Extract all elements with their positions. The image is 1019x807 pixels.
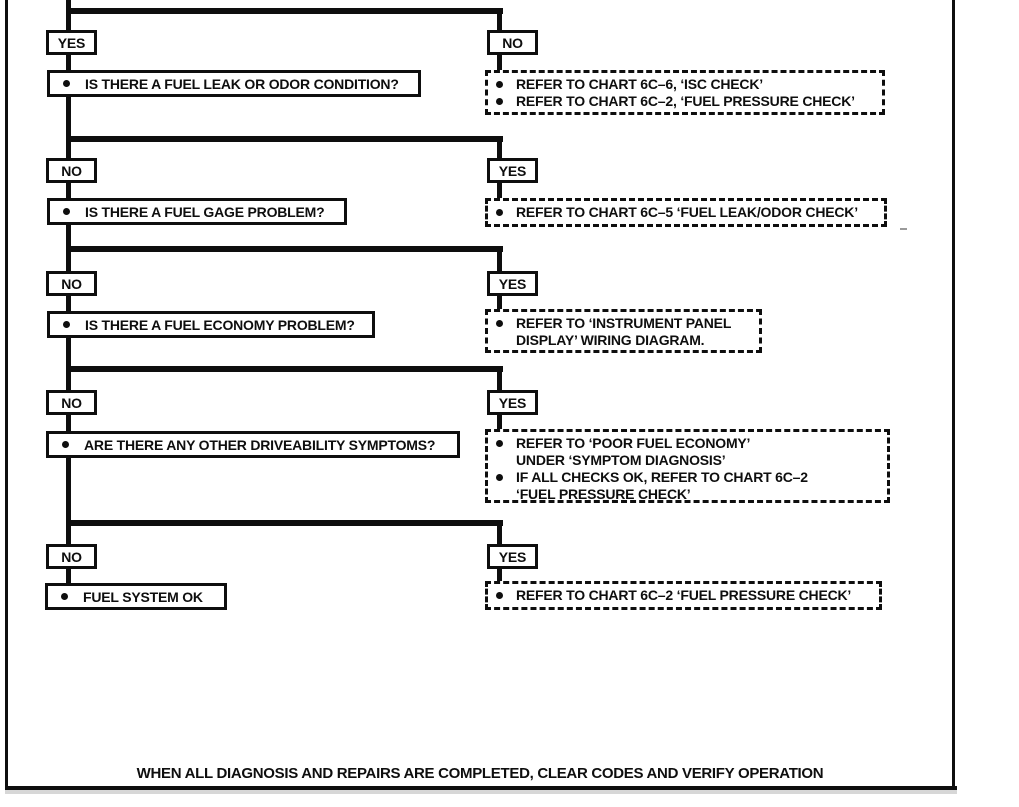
branch-label-box-row4-right: YES [487,390,538,415]
page-border-right [952,0,955,790]
branch-label-box-row2-left: NO [46,158,97,183]
branch-label-box-row1-left: YES [46,30,97,55]
action-box-row3: REFER TO ‘INSTRUMENT PANEL DISPLAY’ WIRI… [485,309,762,353]
branch-label: NO [61,275,82,292]
connector-line [497,54,502,71]
bullet-icon [63,321,70,328]
branch-bar-row5 [66,520,503,526]
branch-label-box-row3-right: YES [487,271,538,296]
question-label: IS THERE A FUEL LEAK OR ODOR CONDITION? [85,75,399,92]
action-box-row2: REFER TO CHART 6C–5 ‘FUEL LEAK/ODOR CHEC… [485,198,887,227]
action-line: REFER TO ‘INSTRUMENT PANEL [516,315,732,331]
connector-line [497,295,502,310]
action-line: REFER TO ‘POOR FUEL ECONOMY’ [516,435,751,451]
branch-label-box-row5-left: NO [46,544,97,569]
action-item: REFER TO CHART 6C–2, ‘FUEL PRESSURE CHEC… [496,93,876,110]
bullet-icon [63,208,70,215]
branch-label-box-row2-right: YES [487,158,538,183]
branch-bar-row2 [66,136,503,142]
action-line: REFER TO CHART 6C–5 ‘FUEL LEAK/ODOR CHEC… [516,204,858,220]
bullet-icon [496,98,503,105]
connector-line [497,414,502,430]
question-box-row5: FUEL SYSTEM OK [45,583,227,610]
bullet-icon [61,593,68,600]
connector-line [497,248,502,273]
action-item: REFER TO CHART 6C–5 ‘FUEL LEAK/ODOR CHEC… [496,204,878,221]
branch-label: NO [61,548,82,565]
branch-label: NO [61,394,82,411]
branch-label-box-row4-left: NO [46,390,97,415]
bullet-icon [496,474,503,481]
page-border-bottom [5,786,957,790]
action-line: DISPLAY’ WIRING DIAGRAM. [516,332,705,348]
bullet-icon [496,320,503,327]
branch-label-box-row5-right: YES [487,544,538,569]
branch-label: NO [502,34,523,51]
page-border-left [5,0,8,790]
branch-bar-row3 [66,246,503,252]
connector-line [497,568,502,582]
action-item: REFER TO CHART 6C–6, ‘ISC CHECK’ [496,76,876,93]
action-line: UNDER ‘SYMPTOM DIAGNOSIS’ [516,452,726,468]
connector-line [497,182,502,199]
question-box-row1: IS THERE A FUEL LEAK OR ODOR CONDITION? [47,70,421,97]
branch-label: YES [498,162,527,179]
bullet-icon [496,592,503,599]
question-label: IS THERE A FUEL ECONOMY PROBLEM? [85,316,355,333]
connector-line [497,368,502,392]
action-item: REFER TO ‘POOR FUEL ECONOMY’ UNDER ‘SYMP… [496,435,881,469]
question-label: ARE THERE ANY OTHER DRIVEABILITY SYMPTOM… [84,436,436,453]
action-box-row1: REFER TO CHART 6C–6, ‘ISC CHECK’ REFER T… [485,70,885,115]
footer-note: WHEN ALL DIAGNOSIS AND REPAIRS ARE COMPL… [136,765,824,782]
action-box-row4: REFER TO ‘POOR FUEL ECONOMY’ UNDER ‘SYMP… [485,429,890,503]
question-box-row4: ARE THERE ANY OTHER DRIVEABILITY SYMPTOM… [46,431,460,458]
question-label: IS THERE A FUEL GAGE PROBLEM? [85,203,325,220]
bullet-icon [496,81,503,88]
action-line: ‘FUEL PRESSURE CHECK’ [516,486,691,502]
question-label: FUEL SYSTEM OK [83,588,203,605]
branch-label-box-row1-right: NO [487,30,538,55]
question-box-row2: IS THERE A FUEL GAGE PROBLEM? [47,198,347,225]
branch-label: YES [498,275,527,292]
branch-label: NO [61,162,82,179]
bullet-icon [496,440,503,447]
branch-label: YES [57,34,86,51]
connector-line [497,522,502,546]
branch-label-box-row3-left: NO [46,271,97,296]
branch-label: YES [498,548,527,565]
bullet-icon [62,441,69,448]
action-item: REFER TO CHART 6C–2 ‘FUEL PRESSURE CHECK… [496,587,873,604]
bullet-icon [63,80,70,87]
action-item: IF ALL CHECKS OK, REFER TO CHART 6C–2 ‘F… [496,469,881,503]
action-line: IF ALL CHECKS OK, REFER TO CHART 6C–2 [516,469,808,485]
action-item: REFER TO ‘INSTRUMENT PANEL DISPLAY’ WIRI… [496,315,753,349]
connector-line [497,10,502,32]
question-box-row3: IS THERE A FUEL ECONOMY PROBLEM? [47,311,375,338]
action-box-row5: REFER TO CHART 6C–2 ‘FUEL PRESSURE CHECK… [485,581,882,610]
connector-line [497,138,502,160]
action-line: REFER TO CHART 6C–6, ‘ISC CHECK’ [516,76,763,92]
bullet-icon [496,209,503,216]
branch-bar-row1 [66,8,503,14]
scan-artifact-mark [900,228,907,230]
branch-bar-row4 [66,366,503,372]
action-line: REFER TO CHART 6C–2 ‘FUEL PRESSURE CHECK… [516,587,852,603]
branch-label: YES [498,394,527,411]
action-line: REFER TO CHART 6C–2, ‘FUEL PRESSURE CHEC… [516,93,855,109]
